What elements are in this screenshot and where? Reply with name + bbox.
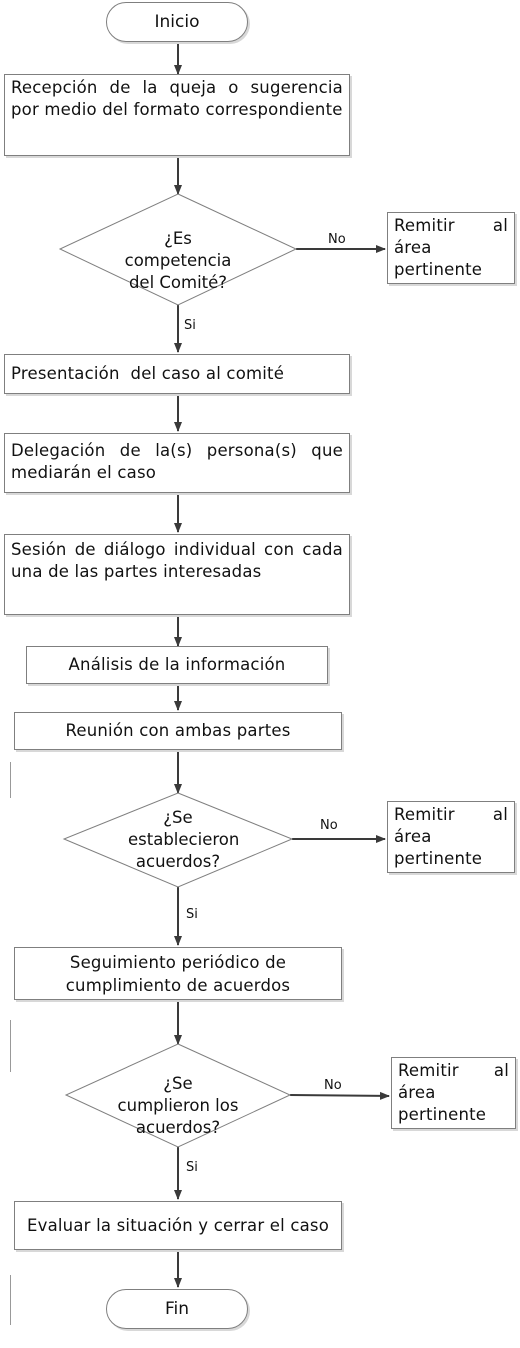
process-presentation: Presentación del caso al comité	[4, 354, 350, 394]
no-label: No	[328, 232, 346, 247]
yes-label: Si	[186, 907, 198, 922]
remit-box-2: Remitir al área pertinente	[387, 801, 515, 873]
margin-mark	[10, 1020, 11, 1072]
process-evaluate: Evaluar la situación y cerrar el caso	[14, 1201, 342, 1250]
yes-label: Si	[184, 318, 196, 333]
no-label: No	[320, 818, 338, 833]
decision-diamond-agreements	[62, 792, 294, 888]
remit-box-1: Remitir al área pertinente	[387, 212, 515, 284]
no-label: No	[324, 1078, 342, 1093]
start-terminal: Inicio	[106, 2, 248, 42]
process-reception: Recepción de la queja o sugerencia por m…	[4, 74, 350, 156]
process-analysis: Análisis de la información	[26, 646, 328, 684]
process-dialogue: Sesión de diálogo individual con cada un…	[4, 534, 350, 615]
yes-label: Si	[186, 1160, 198, 1175]
end-terminal: Fin	[106, 1289, 248, 1329]
decision-diamond-fulfilled	[64, 1043, 292, 1148]
decision-fulfilled-label: ¿Se cumplieron los acuerdos?	[117, 1074, 239, 1137]
margin-mark	[10, 1275, 11, 1325]
decision-competence-label: ¿Es competencia del Comité?	[124, 229, 232, 292]
decision-diamond-competence	[58, 193, 298, 306]
margin-mark	[10, 762, 11, 798]
process-delegation: Delegación de la(s) persona(s) que media…	[4, 433, 350, 493]
arrow-decision3-no	[289, 1091, 390, 1100]
decision-agreements-label: ¿Se establecieron acuerdos?	[128, 808, 240, 871]
remit-box-3: Remitir al área pertinente	[391, 1057, 516, 1129]
process-followup: Seguimiento periódico de cumplimiento de…	[14, 947, 342, 1000]
process-meeting: Reunión con ambas partes	[14, 712, 342, 750]
